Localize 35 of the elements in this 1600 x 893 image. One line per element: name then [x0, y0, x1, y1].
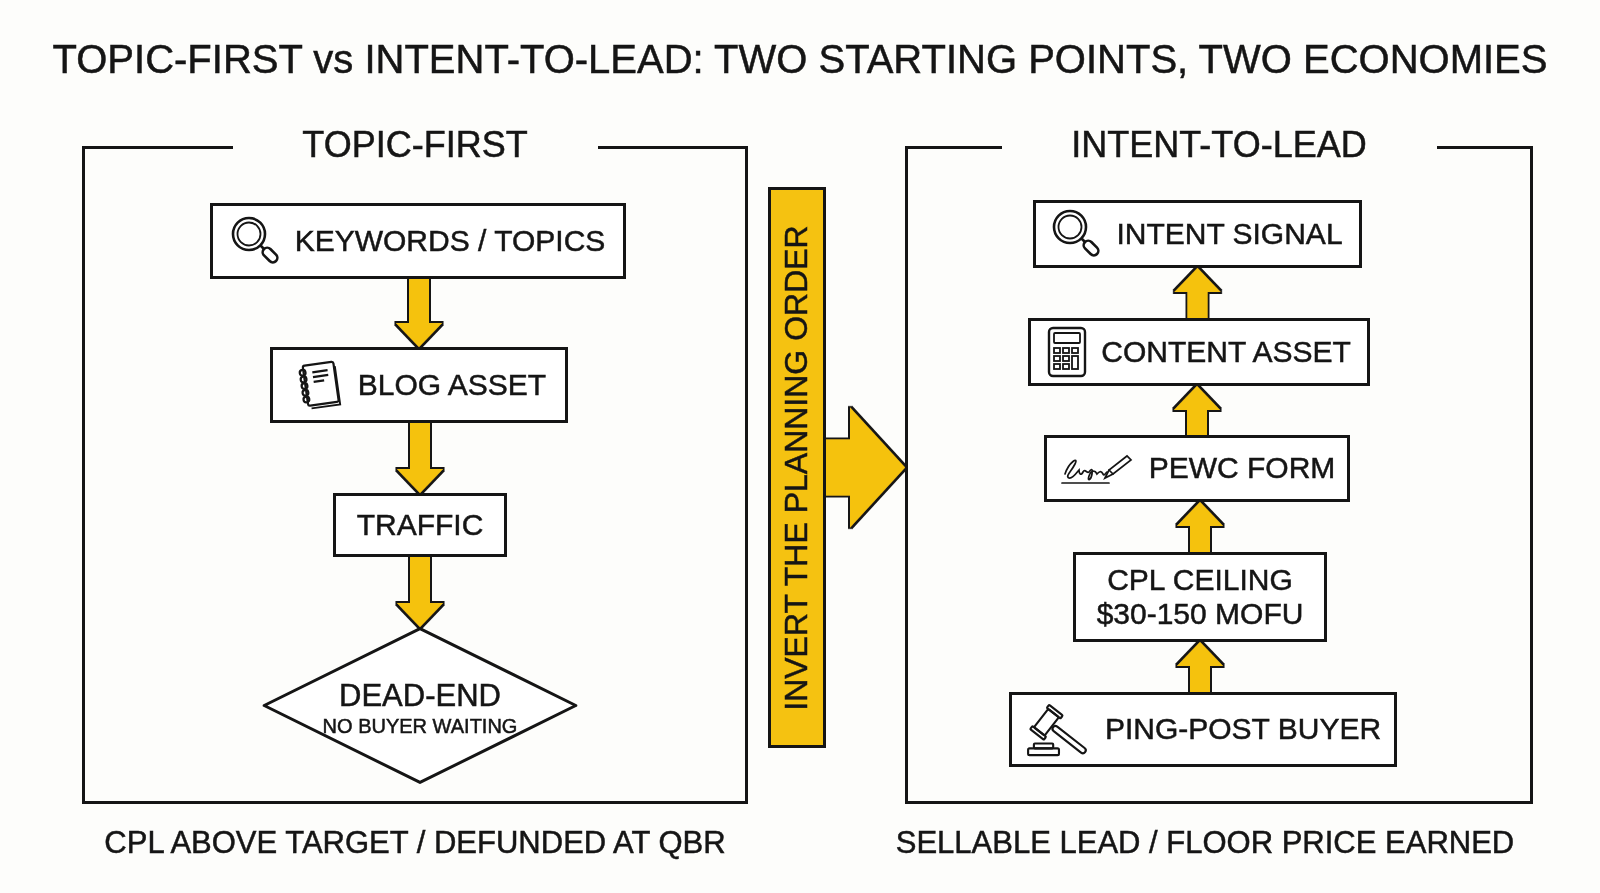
- panel-caption: CPL ABOVE TARGET / DEFUNDED AT QBR: [104, 825, 726, 861]
- vertical-banner: [768, 187, 826, 748]
- flow-arrow: [397, 557, 443, 627]
- process-box: [210, 203, 626, 279]
- banner-text: INVERT THE PLANNING ORDER: [779, 224, 815, 711]
- box-label: PEWC FORM: [1148, 451, 1336, 486]
- process-box: [1073, 552, 1327, 642]
- box-label: KEYWORDS / TOPICS: [294, 223, 606, 259]
- flow-arrow: [1174, 386, 1220, 435]
- decision-diamond: [261, 627, 579, 784]
- flow-arrow: [1174, 268, 1221, 318]
- flow-arrow: [396, 279, 442, 347]
- process-box: [1009, 692, 1397, 767]
- box-label: TRAFFIC: [356, 507, 484, 543]
- panel-heading: INTENT-TO-LEAD: [1071, 124, 1367, 166]
- process-box: [270, 347, 568, 423]
- panel-caption: SELLABLE LEAD / FLOOR PRICE EARNED: [895, 825, 1515, 861]
- box-label: CPL CEILING: [1107, 562, 1293, 597]
- flow-arrow: [1177, 502, 1223, 552]
- diamond-subtitle: NO BUYER WAITING: [322, 713, 518, 738]
- flow-arrow: [397, 423, 443, 493]
- block-arrow: [826, 407, 905, 528]
- box-label: $30-150 MOFU: [1096, 597, 1304, 632]
- flow-arrow: [1177, 642, 1223, 692]
- process-box: [1033, 200, 1362, 268]
- box-label: INTENT SIGNAL: [1116, 216, 1343, 252]
- box-label: PING-POST BUYER: [1104, 712, 1382, 747]
- diagram-title: TOPIC-FIRST vs INTENT-TO-LEAD: TWO STARTING POINTS, TWO ECONOMIES: [52, 36, 1548, 82]
- process-box: [1044, 435, 1350, 502]
- process-box: [1028, 318, 1370, 386]
- diamond-title: DEAD-END: [339, 679, 501, 714]
- process-box: [333, 493, 507, 557]
- box-label: BLOG ASSET: [357, 367, 547, 403]
- box-label: CONTENT ASSET: [1101, 334, 1351, 370]
- panel-heading: TOPIC-FIRST: [302, 124, 528, 166]
